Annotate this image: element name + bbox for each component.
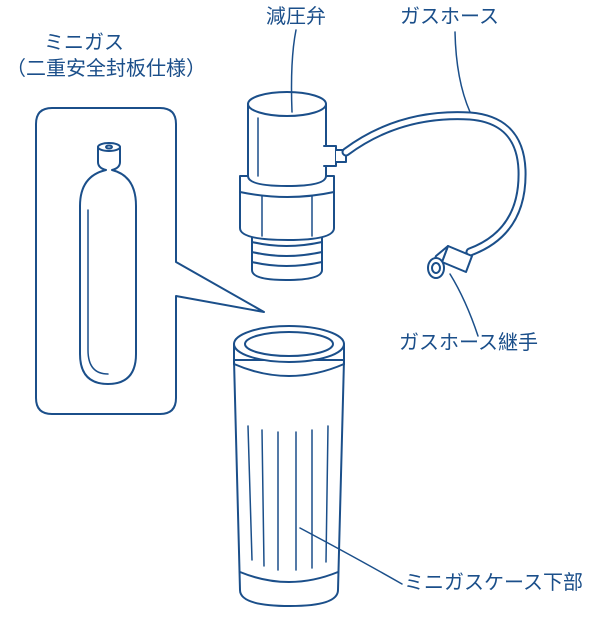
- pressure-regulator: [239, 91, 347, 281]
- gas-hose-joint: [427, 245, 473, 279]
- leader-lines: [290, 29, 479, 585]
- label-gas-hose-joint: ガスホース継手: [399, 330, 538, 354]
- label-gas-hose: ガスホース: [400, 4, 499, 28]
- label-mini-gas-spec: （二重安全封板仕様）: [6, 56, 206, 80]
- callout-frame: [35, 107, 265, 415]
- leader-hose-joint: [449, 273, 479, 337]
- leader-case-lower: [299, 527, 403, 585]
- label-mini-gas: ミニガス: [44, 30, 124, 54]
- label-pressure-regulator: 減圧弁: [266, 4, 326, 28]
- gas-hose: [341, 111, 527, 257]
- label-mini-gas-case-lower: ミニガスケース下部: [404, 570, 583, 594]
- mini-gas-cylinder: [79, 142, 137, 385]
- leader-regulator: [290, 29, 297, 113]
- leader-gas-hose: [454, 31, 471, 113]
- mini-gas-callout: [35, 107, 265, 415]
- mini-gas-case-lower: [233, 325, 345, 607]
